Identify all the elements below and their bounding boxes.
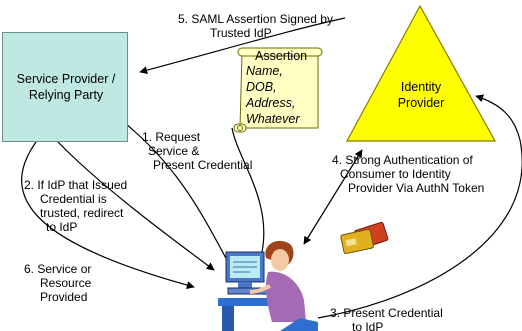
service-provider-label-line1: Service Provider /: [16, 72, 116, 86]
arrow-step2: [57, 141, 215, 271]
identity-provider-label-line1: Identity: [400, 80, 442, 94]
identity-provider-label: Identity Provider: [361, 79, 481, 111]
step4-line: Consumer to Identity: [340, 167, 451, 181]
assertion-field: DOB,: [246, 80, 277, 94]
step4-line: Provider Via AuthN Token: [348, 181, 485, 195]
arrow-step6: [21, 141, 195, 289]
step4-line: 4. Strong Authentication of: [332, 153, 473, 167]
step3-label: 3. Present Credential to IdP: [330, 306, 443, 331]
step3-line: to IdP: [352, 320, 384, 331]
step1-line: Service &: [148, 144, 200, 158]
arrow-step5-return: [231, 127, 265, 253]
step1-line: 1. Request: [142, 130, 201, 144]
assertion-field: Name,: [246, 64, 283, 78]
step1-label: 1. Request Service & Present Credential: [142, 130, 252, 172]
step2-label: 2. If IdP that Issued Credential is trus…: [24, 178, 127, 234]
arrow-step4: [303, 149, 363, 245]
step1-line: Present Credential: [153, 158, 253, 172]
step4-label: 4. Strong Authentication of Consumer to …: [332, 153, 484, 195]
step2-line: Credential is: [40, 192, 107, 206]
credential-cards-icon: [340, 221, 389, 255]
step6-line: 6. Service or: [24, 262, 92, 276]
service-provider-label: Service Provider / Relying Party: [3, 71, 129, 103]
arrow-step3: [317, 94, 522, 319]
step3-line: 3. Present Credential: [330, 306, 443, 320]
step5-line: Trusted IdP: [210, 26, 272, 40]
identity-provider-label-line2: Provider: [397, 96, 445, 110]
service-provider-label-line2: Relying Party: [28, 88, 104, 102]
assertion-fields: Name, DOB, Address, Whatever: [246, 63, 300, 127]
step5-line: 5. SAML Assertion Signed by: [178, 12, 333, 26]
step2-line: to IdP: [46, 220, 78, 234]
step6-line: Resource: [40, 276, 92, 290]
step5-label: 5. SAML Assertion Signed by Trusted IdP: [178, 12, 333, 40]
assertion-title: Assertion: [255, 49, 308, 63]
step2-line: 2. If IdP that Issued: [24, 178, 128, 192]
assertion-field: Address,: [246, 96, 296, 110]
step6-label: 6. Service or Resource Provided: [24, 262, 91, 304]
step2-line: trusted, redirect: [40, 206, 124, 220]
user-at-computer-icon: [218, 240, 318, 331]
service-provider-box: Service Provider / Relying Party: [2, 32, 128, 142]
step6-line: Provided: [40, 290, 88, 304]
identity-provider-triangle: [345, 4, 497, 142]
assertion-scroll: [233, 47, 323, 133]
arrow-step5: [139, 17, 346, 75]
assertion-field: Whatever: [246, 112, 300, 126]
